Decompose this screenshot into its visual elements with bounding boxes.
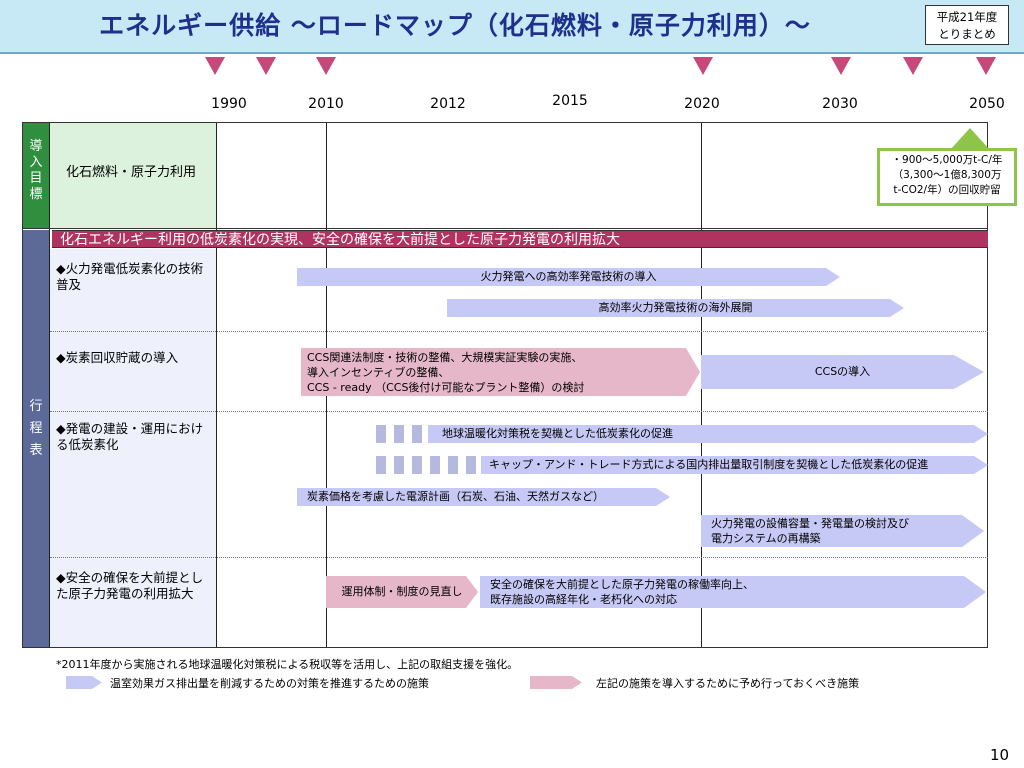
dash-segment bbox=[376, 425, 386, 443]
dash-segment bbox=[394, 425, 404, 443]
goal-label-cell bbox=[50, 123, 216, 228]
arrow-overseas-deployment: 高効率火力発電技術の海外展開 bbox=[447, 299, 904, 317]
goal-side-bar: 導入目標 bbox=[23, 123, 49, 228]
page-title: エネルギー供給 ～ロードマップ（化石燃料・原子力利用）～ bbox=[99, 11, 811, 40]
policy-banner: 化石エネルギー利用の低炭素化の実現、安全の確保を大前提とした原子力発電の利用拡大 bbox=[52, 230, 988, 248]
arrow-carbon-price-planning: 炭素価格を考慮した電源計画（石炭、石油、天然ガスなど） bbox=[297, 488, 670, 506]
target-line-2: （3,300～1億8,300万 bbox=[892, 169, 1002, 181]
legend-blue-swatch bbox=[66, 676, 102, 689]
roadmap-frame bbox=[22, 122, 988, 648]
year-marker-2010a bbox=[256, 57, 276, 75]
grid-line bbox=[23, 228, 988, 229]
nuclear-line-2: 既存施設の高経年化・老朽化への対応 bbox=[490, 593, 677, 606]
schedule-side-label: 行程表 bbox=[29, 399, 43, 458]
row-divider bbox=[50, 411, 988, 413]
target-line-3: t-CO2/年）の回収貯留 bbox=[893, 184, 1001, 196]
row-divider bbox=[50, 557, 988, 559]
arrow-nuclear-utilization: 安全の確保を大前提とした原子力発電の稼働率向上、 既存施設の高経年化・老朽化への… bbox=[480, 576, 986, 608]
dash-segment bbox=[466, 456, 476, 474]
arrow-high-efficiency-introduction: 火力発電への高効率発電技術の導入 bbox=[297, 268, 840, 286]
row-divider bbox=[50, 331, 988, 333]
capacity-review-line-1: 火力発電の設備容量・発電量の検討及び bbox=[711, 517, 909, 530]
target-box: ・900～5,000万t-C/年 （3,300～1億8,300万 t-CO2/年… bbox=[877, 148, 1017, 206]
header-bar bbox=[0, 0, 1024, 54]
tag-line-1: 平成21年度 bbox=[936, 10, 998, 24]
summary-tag: 平成21年度 とりまとめ bbox=[925, 5, 1009, 45]
arrow-cap-and-trade-promotion: キャップ・アンド・トレード方式による国内排出量取引制度を契機とした低炭素化の促進 bbox=[481, 456, 988, 474]
target-box-inner: ・900～5,000万t-C/年 （3,300～1億8,300万 t-CO2/年… bbox=[880, 151, 1014, 203]
dash-segment bbox=[412, 425, 422, 443]
year-marker-2020 bbox=[693, 57, 713, 75]
year-marker-1990 bbox=[205, 57, 225, 75]
footnote: *2011年度から実施される地球温暖化対策税による税収等を活用し、上記の取組支援… bbox=[56, 658, 519, 671]
nuclear-line-1: 安全の確保を大前提とした原子力発電の稼働率向上、 bbox=[490, 578, 754, 591]
year-marker-2030 bbox=[831, 57, 851, 75]
target-line-1: ・900～5,000万t-C/年 bbox=[891, 154, 1003, 166]
ccs-prep-line-1: CCS関連法制度・技術の整備、大規模実証実験の実施、 bbox=[307, 351, 583, 364]
ccs-prep-line-3: CCS - ready （CCS後付け可能なプラント整備）の検討 bbox=[307, 381, 585, 394]
arrow-ccs-preparation: CCS関連法制度・技術の整備、大規模実証実験の実施、 導入インセンティブの整備、… bbox=[301, 348, 700, 396]
legend-pink-text: 左記の施策を導入するために予め行っておくべき施策 bbox=[596, 677, 860, 690]
ccs-prep-line-2: 導入インセンティブの整備、 bbox=[307, 366, 450, 379]
legend-pink-swatch bbox=[530, 676, 582, 689]
year-label: 2012 bbox=[430, 96, 466, 112]
schedule-side-bar: 行程表 bbox=[23, 230, 49, 647]
arrow-operation-review: 運用体制・制度の見直し bbox=[326, 576, 478, 608]
year-label: 2030 bbox=[822, 96, 858, 112]
year-label: 1990 bbox=[211, 96, 247, 112]
year-marker-2040 bbox=[903, 57, 923, 75]
row-label-nuclear: ◆安全の確保を大前提とした原子力発電の利用拡大 bbox=[56, 570, 204, 601]
goal-row-label: 化石燃料・原子力利用 bbox=[66, 165, 197, 180]
row-label-thermal: ◆火力発電低炭素化の技術普及 bbox=[56, 261, 204, 292]
arrow-ccs-introduction: CCSの導入 bbox=[701, 355, 984, 389]
year-label: 2050 bbox=[969, 96, 1005, 112]
row-label-ccs: ◆炭素回収貯蔵の導入 bbox=[56, 350, 179, 365]
dash-segment bbox=[376, 456, 386, 474]
dash-segment bbox=[448, 456, 458, 474]
year-label: 2020 bbox=[684, 96, 720, 112]
grid-line bbox=[49, 123, 50, 647]
dash-segment bbox=[412, 456, 422, 474]
row-label-power-generation: ◆発電の建設・運用における低炭素化 bbox=[56, 421, 204, 452]
goal-side-label: 導入目標 bbox=[29, 139, 43, 202]
tag-line-2: とりまとめ bbox=[938, 27, 996, 41]
dash-segment bbox=[430, 456, 440, 474]
arrow-capacity-review: 火力発電の設備容量・発電量の検討及び 電力システムの再構築 bbox=[701, 515, 984, 547]
schedule-label-column bbox=[50, 249, 216, 647]
year-label: 2010 bbox=[308, 96, 344, 112]
year-marker-2010b bbox=[316, 57, 336, 75]
arrow-carbon-tax-promotion: 地球温暖化対策税を契機とした低炭素化の促進 bbox=[428, 425, 988, 443]
year-marker-2050 bbox=[976, 57, 996, 75]
year-label: 2015 bbox=[552, 93, 588, 109]
capacity-review-line-2: 電力システムの再構築 bbox=[711, 532, 821, 545]
grid-line bbox=[216, 123, 217, 647]
page-number: 10 bbox=[990, 746, 1010, 764]
dash-segment bbox=[394, 456, 404, 474]
legend-blue-text: 温室効果ガス排出量を削減するための対策を推進するための施策 bbox=[110, 677, 429, 690]
